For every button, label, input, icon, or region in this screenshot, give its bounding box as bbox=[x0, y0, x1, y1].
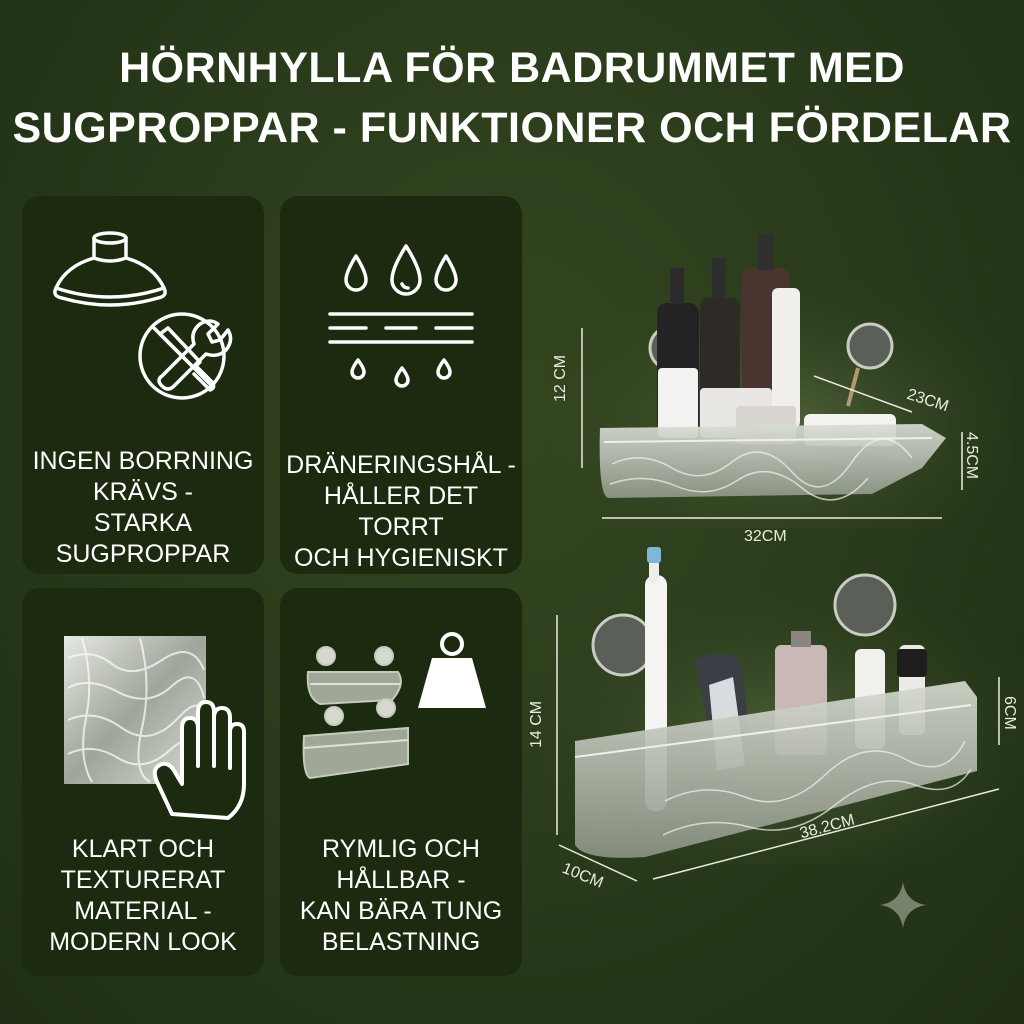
caption-line: HÅLLBAR - bbox=[336, 866, 466, 894]
drainage-drops-icon bbox=[328, 244, 474, 388]
sparkle-icon bbox=[880, 882, 926, 928]
feature-caption: RYMLIG OCH HÅLLBAR - KAN BÄRA TUNG BELAS… bbox=[280, 834, 522, 958]
feature-card-drainage: DRÄNERINGSHÅL - HÅLLER DET TORRT OCH HYG… bbox=[280, 196, 522, 574]
caption-line: DRÄNERINGSHÅL - bbox=[286, 451, 516, 479]
caption-line: KRÄVS - bbox=[92, 478, 194, 506]
corner-shelf-width-label: 32CM bbox=[744, 528, 787, 545]
page-title: HÖRNHYLLA FÖR BADRUMMET MED SUGPROPPAR -… bbox=[0, 38, 1024, 158]
feature-caption: KLART OCH TEXTURERAT MATERIAL - MODERN L… bbox=[22, 834, 264, 958]
caption-line: SUGPROPPAR bbox=[55, 540, 231, 568]
shelves-weight-icon bbox=[302, 632, 486, 780]
caption-line: INGEN BORRNING bbox=[32, 447, 254, 475]
caption-line: STARKA bbox=[93, 509, 193, 537]
caption-line: KAN BÄRA TUNG bbox=[299, 897, 503, 925]
caption-line: KLART OCH bbox=[71, 835, 215, 863]
caption-line: RYMLIG OCH bbox=[322, 835, 480, 863]
rect-shelf-rim-height-label: 6CM bbox=[1001, 696, 1018, 730]
corner-shelf-product-image bbox=[552, 234, 1012, 528]
feature-caption: INGEN BORRNING KRÄVS - STARKA SUGPROPPAR bbox=[22, 446, 264, 570]
caption-line: TEXTURERAT bbox=[60, 866, 226, 894]
caption-line: MATERIAL - bbox=[74, 897, 212, 925]
feature-card-durable: RYMLIG OCH HÅLLBAR - KAN BÄRA TUNG BELAS… bbox=[280, 588, 522, 976]
caption-line: BELASTNING bbox=[321, 928, 481, 956]
feature-caption: DRÄNERINGSHÅL - HÅLLER DET TORRT OCH HYG… bbox=[280, 450, 522, 574]
textured-material-hand-icon bbox=[64, 636, 246, 820]
feature-card-textured-material: KLART OCH TEXTURERAT MATERIAL - MODERN L… bbox=[22, 588, 264, 976]
corner-shelf-height-label: 12 CM bbox=[552, 354, 569, 402]
rect-shelf-product-image bbox=[545, 547, 1024, 882]
suction-cup-no-drill-icon bbox=[53, 231, 233, 400]
rect-shelf-height-label: 14 CM bbox=[528, 700, 545, 748]
caption-line: MODERN LOOK bbox=[49, 928, 237, 956]
caption-line: HÅLLER DET TORRT bbox=[323, 482, 479, 541]
caption-line: OCH HYGIENISKT bbox=[294, 544, 508, 572]
corner-shelf-rim-height-label: 4.5CM bbox=[963, 432, 980, 480]
title-line-1: HÖRNHYLLA FÖR BADRUMMET MED bbox=[119, 44, 905, 92]
title-line-2: SUGPROPPAR - FUNKTIONER OCH FÖRDELAR bbox=[12, 104, 1012, 152]
feature-card-no-drilling: INGEN BORRNING KRÄVS - STARKA SUGPROPPAR bbox=[22, 196, 264, 574]
